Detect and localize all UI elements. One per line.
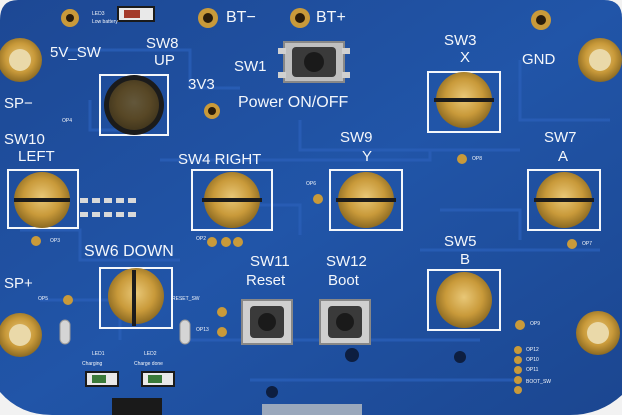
- label-boot-sw: BOOT_SW: [526, 379, 552, 385]
- label-op13: OP13: [196, 327, 209, 333]
- label-sw5: SW5: [444, 233, 477, 250]
- mounting-hole-bottom-right: [576, 311, 620, 355]
- label-sw7: SW7: [544, 129, 577, 146]
- label-up: UP: [154, 52, 175, 69]
- label-sw9: SW9: [340, 129, 373, 146]
- sw1-power-button: [278, 41, 350, 83]
- pad-gnd: [531, 10, 551, 30]
- label-charge-done: Charge done: [134, 361, 163, 367]
- label-bt-plus: BT+: [316, 9, 346, 26]
- label-3v3: 3V3: [188, 76, 215, 93]
- bottom-connector: [262, 404, 362, 415]
- label-op7: OP7: [582, 241, 593, 247]
- label-b: B: [460, 251, 471, 268]
- label-charging: Charging: [82, 361, 103, 367]
- resistor-array: [80, 198, 136, 217]
- usb-connector: [112, 398, 162, 415]
- label-sw4-right: SW4 RIGHT: [178, 151, 262, 168]
- sw7-a-switch: [527, 169, 601, 231]
- slot-holes: [59, 319, 466, 398]
- sw10-left-switch: [7, 169, 79, 229]
- label-reset: Reset: [246, 272, 286, 289]
- sw12-boot-button: [319, 299, 371, 345]
- label-boot: Boot: [328, 272, 359, 289]
- label-left: LEFT: [18, 148, 55, 165]
- sw11-reset-button: [241, 299, 293, 345]
- sw4-right-switch: [191, 169, 273, 231]
- pcb-traces: [20, 48, 610, 382]
- label-op12: OP12: [526, 347, 539, 353]
- pad-led3-left: [61, 9, 79, 27]
- sw3-x-switch: [427, 71, 501, 133]
- label-op4: OP4: [62, 118, 73, 124]
- label-a: A: [558, 148, 569, 165]
- label-led2: LED2: [144, 351, 157, 357]
- mounting-hole-top-right: [578, 38, 622, 82]
- sw6-down-switch: [99, 267, 173, 329]
- label-sp-plus: SP+: [4, 275, 33, 292]
- sw8-up-switch: [99, 74, 169, 136]
- sw9-y-switch: [329, 169, 403, 231]
- led2-footprint: [141, 371, 175, 387]
- label-bt-minus: BT−: [226, 9, 256, 26]
- label-op9: OP9: [530, 321, 541, 327]
- label-sw11: SW11: [250, 253, 290, 270]
- label-gnd: GND: [522, 51, 556, 68]
- label-op5: OP5: [38, 296, 49, 302]
- label-reset-sw: RESET_SW: [172, 296, 200, 302]
- label-low-battery: Low battery: [92, 19, 118, 25]
- pad-3v3: [204, 103, 220, 119]
- sw5-b-switch: [427, 269, 501, 331]
- pad-bt-minus: [198, 8, 218, 28]
- pad-bt-plus: [290, 8, 310, 28]
- label-led1: LED1: [92, 351, 105, 357]
- label-power-onoff: Power ON/OFF: [238, 94, 349, 111]
- label-sw1: SW1: [234, 58, 267, 75]
- label-sw6-down: SW6 DOWN: [84, 243, 174, 260]
- label-sw8: SW8: [146, 35, 179, 52]
- label-x: X: [460, 49, 471, 66]
- led1-footprint: [85, 371, 119, 387]
- label-op3: OP3: [50, 238, 61, 244]
- label-sw3: SW3: [444, 32, 477, 49]
- label-led3: LED3: [92, 11, 105, 17]
- label-sw10: SW10: [4, 131, 45, 148]
- label-5v-sw: 5V_SW: [50, 44, 101, 61]
- mounting-hole-bottom-left: [0, 313, 42, 357]
- label-sw12: SW12: [326, 253, 367, 270]
- test-pads: [31, 154, 577, 394]
- label-op6: OP6: [306, 181, 317, 187]
- label-op11: OP11: [526, 367, 539, 373]
- label-op8: OP8: [472, 156, 483, 162]
- led3-footprint: [117, 6, 155, 22]
- label-y: Y: [362, 148, 373, 165]
- mounting-hole-top-left: [0, 38, 42, 82]
- label-sp-minus: SP−: [4, 95, 33, 112]
- label-op2: OP2: [196, 236, 207, 242]
- label-op10: OP10: [526, 357, 539, 363]
